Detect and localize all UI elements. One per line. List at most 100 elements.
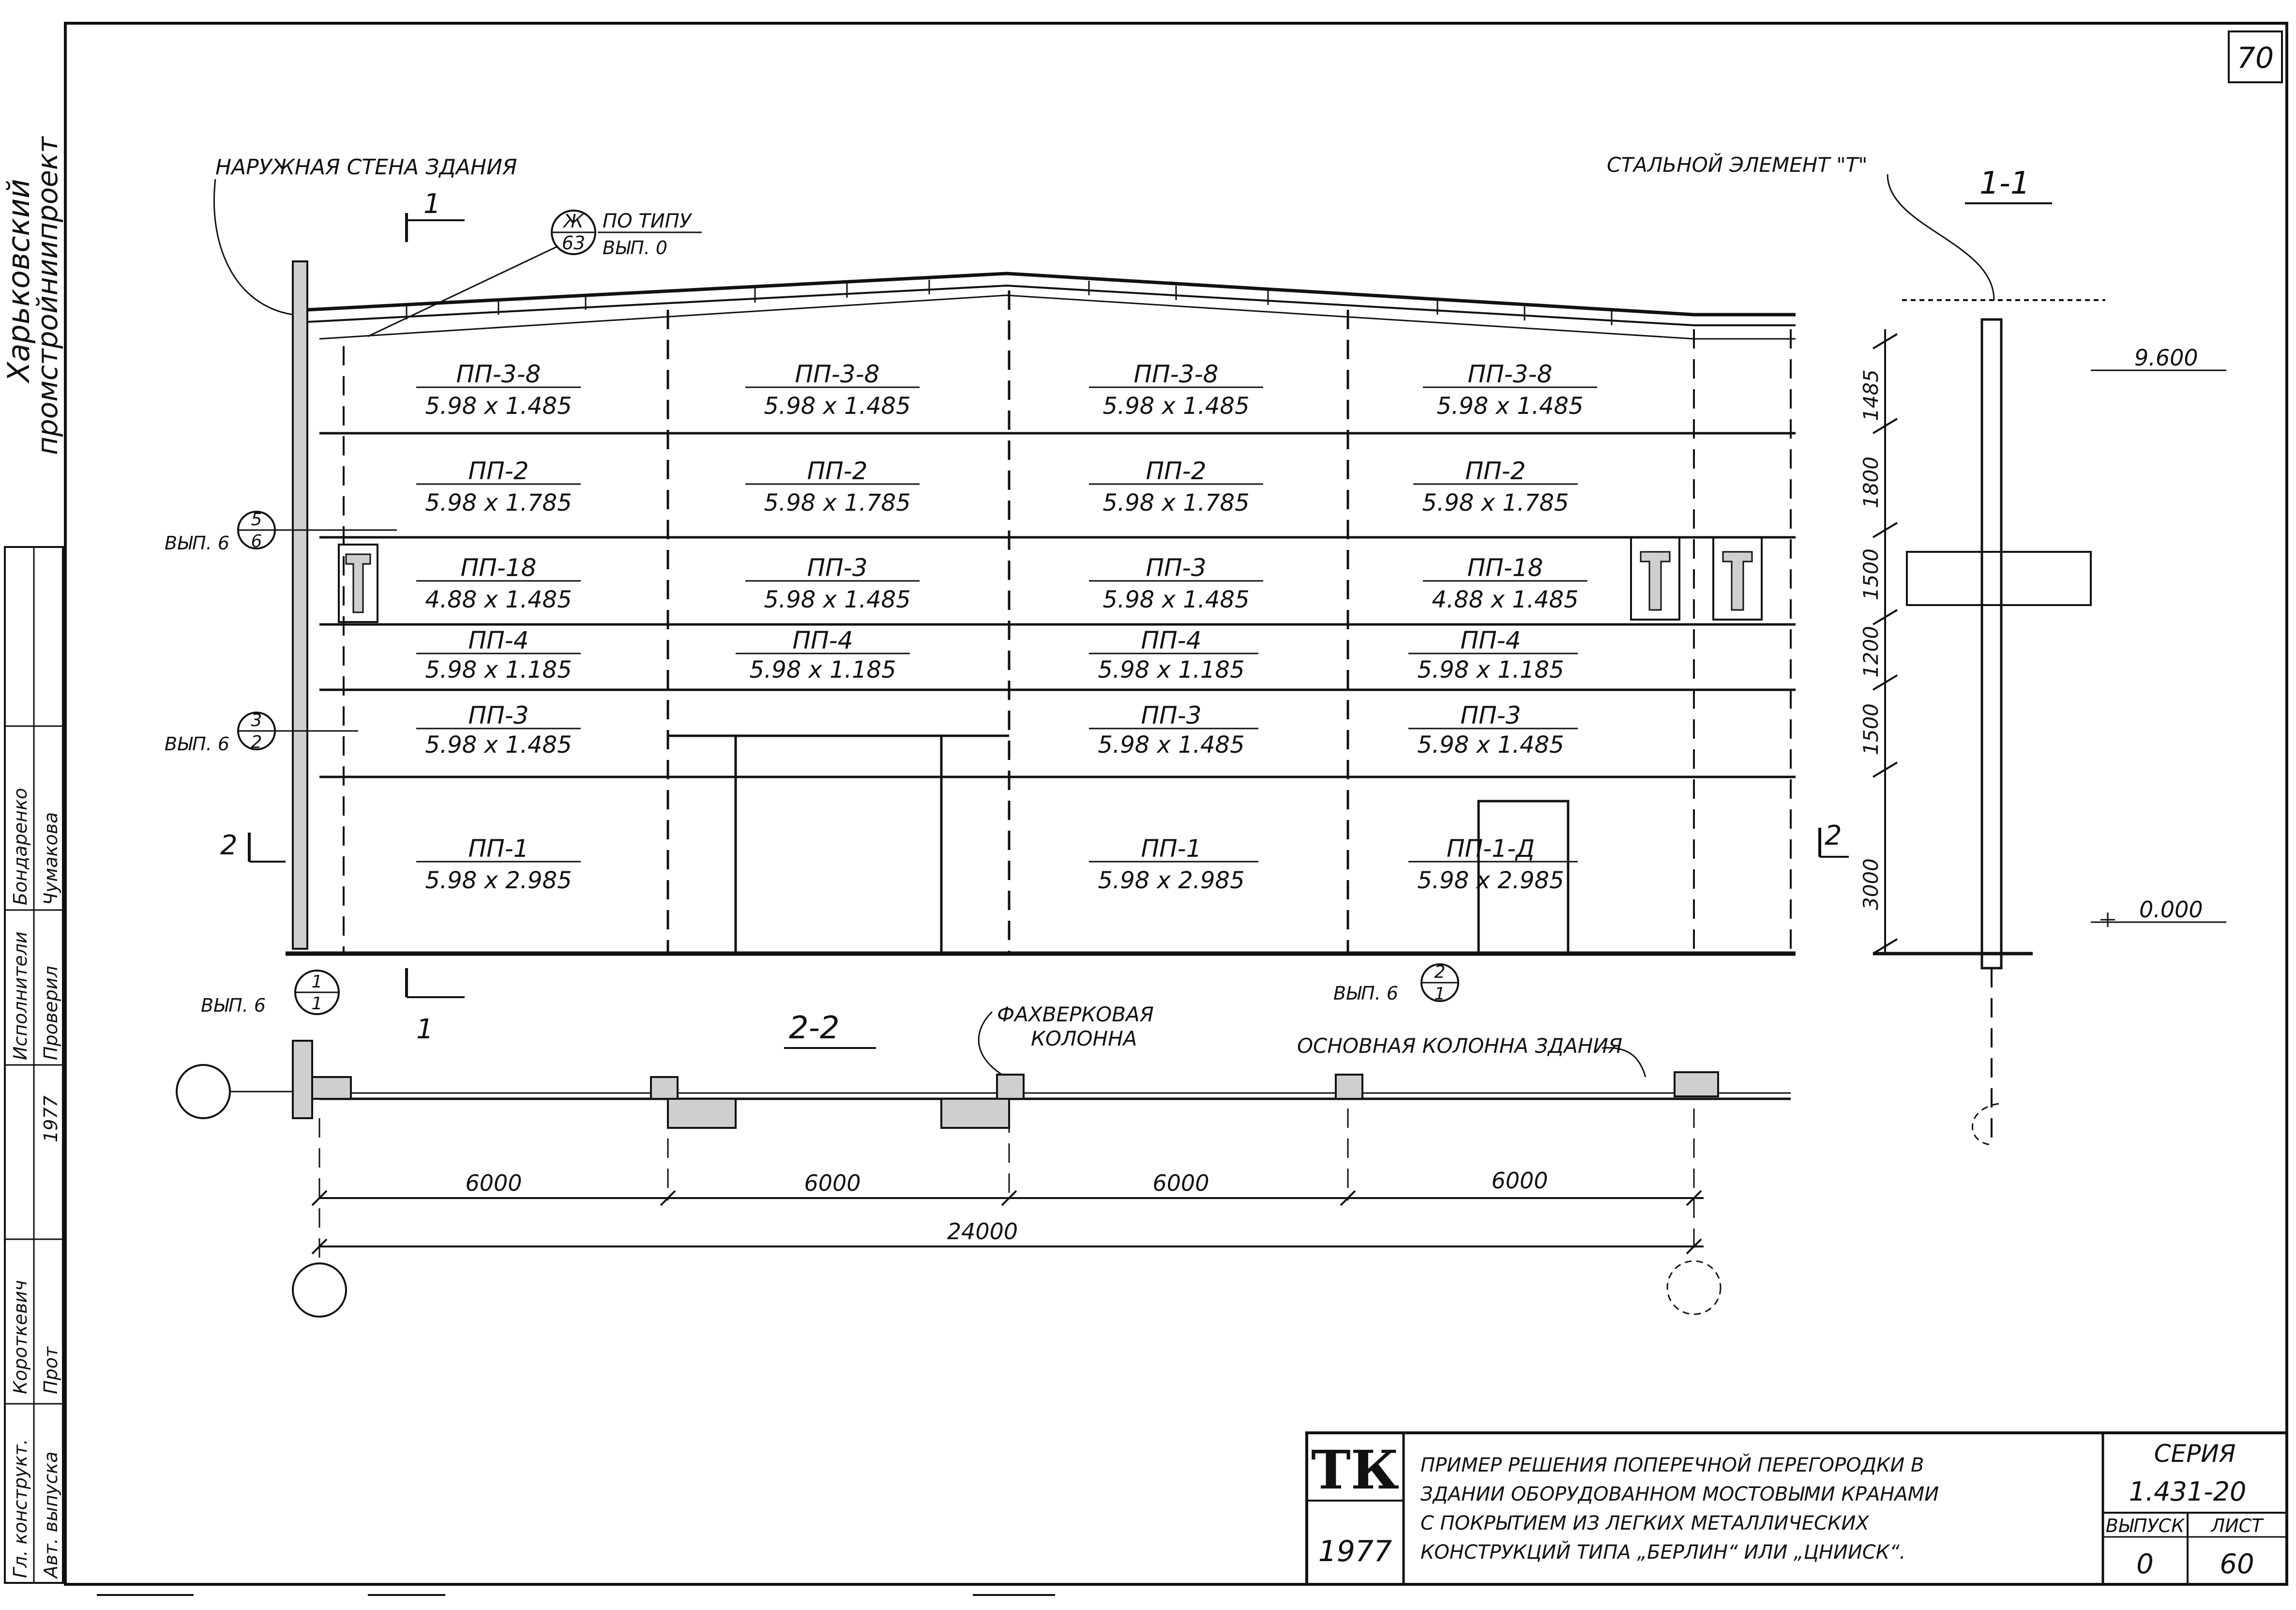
svg-text:4.88 x 1.485: 4.88 x 1.485 (425, 586, 572, 613)
crane-bracket-right (1630, 536, 1763, 621)
callout-1-1: ВЫП. 6 1 1 (201, 970, 340, 1016)
svg-text:5.98 x 1.485: 5.98 x 1.485 (1436, 393, 1583, 420)
svg-text:5.98 x 1.785: 5.98 x 1.785 (764, 489, 910, 516)
svg-text:5.98 x 1.785: 5.98 x 1.785 (1103, 489, 1249, 516)
org-line-1: Харьковский (1, 179, 36, 384)
span-dim: 6000 (804, 1170, 861, 1196)
svg-text:ПП-1-Д: ПП-1-Д (1447, 835, 1535, 863)
svg-text:ПП-3-8: ПП-3-8 (1468, 360, 1553, 388)
svg-text:4.88 x 1.485: 4.88 x 1.485 (1432, 586, 1578, 613)
panel-label: ПП-35.98 x 1.485 (1408, 701, 1578, 759)
panel-label: ПП-2 5.98 x 1.785 (416, 457, 581, 516)
main-column-label: ОСНОВНАЯ КОЛОННА ЗДАНИЯ (1297, 1034, 1622, 1058)
panel-label: ПП-45.98 x 1.185 (736, 626, 910, 683)
span-dim: 6000 (1491, 1168, 1548, 1194)
stamp-name-1: Прот (40, 1346, 61, 1394)
panel-label: ПП-3-8 5.98 x 1.485 (745, 360, 920, 420)
door-opening (1477, 800, 1570, 955)
svg-text:ВЫП. 6: ВЫП. 6 (165, 733, 229, 755)
svg-text:5.98 x 1.785: 5.98 x 1.785 (425, 489, 572, 516)
callout-3-2: ВЫП. 6 3 2 (165, 711, 358, 755)
steel-element-label: СТАЛЬНОЙ ЭЛЕМЕНТ "Т" (1607, 152, 1868, 177)
title-line-4: КОНСТРУКЦИЙ ТИПА „БЕРЛИН“ ИЛИ „ЦНИИСК“. (1420, 1540, 1906, 1564)
stamp-role-4: Проверил (40, 966, 61, 1060)
level-top: 9.600 (2134, 345, 2198, 371)
svg-text:5.98 x 1.185: 5.98 x 1.185 (749, 656, 896, 683)
panel-label: ПП-3-85.98 x 1.485 (416, 360, 581, 420)
title-year: 1977 (1318, 1534, 1392, 1568)
panel-label: ПП-18 4.88 x 1.485 (416, 554, 581, 613)
section-1-1-title: 1-1 (1979, 166, 2030, 201)
svg-text:5: 5 (251, 510, 262, 530)
svg-text:1: 1 (1435, 984, 1446, 1004)
svg-text:ПП-2: ПП-2 (1146, 457, 1206, 485)
svg-text:ПП-4: ПП-4 (1460, 626, 1521, 654)
stamp-name-0: Короткевич (10, 1280, 31, 1394)
svg-text:1: 1 (312, 994, 323, 1014)
height-dim: 1500 (1859, 548, 1883, 600)
svg-text:ПП-3: ПП-3 (1141, 701, 1201, 729)
svg-text:5.98 x 2.985: 5.98 x 2.985 (425, 867, 572, 894)
detail-ref-note-2: ВЫП. 0 (603, 237, 667, 258)
title-line-2: ЗДАНИИ ОБОРУДОВАННОМ МОСТОВЫМИ КРАНАМИ (1420, 1483, 1939, 1505)
svg-text:2: 2 (251, 732, 262, 752)
partition-section (1980, 318, 2003, 970)
svg-text:ПП-2: ПП-2 (807, 457, 867, 485)
stamp-role-3: Исполнители (10, 931, 31, 1060)
panel-label: ПП-35.98 x 1.485 (416, 701, 581, 759)
section-2-2-title: 2-2 (789, 1010, 840, 1046)
panel-label: ПП-1 5.98 x 2.985 (416, 835, 581, 894)
sheet-number: 70 (2237, 41, 2274, 75)
callout-5-6: ВЫП. 6 5 6 (165, 510, 397, 554)
svg-text:ПП-4: ПП-4 (1141, 626, 1201, 654)
panel-label: ПП-2 5.98 x 1.785 (1089, 457, 1263, 516)
svg-text:5.98 x 1.485: 5.98 x 1.485 (425, 731, 572, 759)
title-block: ТК 1977 ПРИМЕР РЕШЕНИЯ ПОПЕРЕЧНОЙ ПЕРЕГО… (1305, 1431, 2288, 1586)
svg-text:ПП-3: ПП-3 (1460, 701, 1521, 729)
svg-text:ВЫП. 6: ВЫП. 6 (201, 995, 266, 1016)
revision-stamp (4, 546, 64, 1584)
svg-text:1: 1 (312, 972, 323, 992)
issue-label: ВЫПУСК (2106, 1515, 2185, 1536)
panel-label: ПП-3-8 5.98 x 1.485 (1423, 360, 1597, 420)
span-dim: 6000 (465, 1170, 522, 1196)
svg-text:ПП-18: ПП-18 (461, 554, 537, 582)
svg-text:3: 3 (251, 711, 262, 730)
tk-logo: ТК (1311, 1439, 1399, 1501)
height-dim: 1485 (1859, 369, 1883, 421)
panel-label: ПП-1-Д 5.98 x 2.985 (1408, 835, 1578, 894)
sheet-number-box (2228, 30, 2283, 83)
detail-ref-top: Ж (563, 211, 585, 232)
svg-text:ВЫП. 6: ВЫП. 6 (1333, 983, 1398, 1004)
panel-label: ПП-184.88 x 1.485 (1423, 554, 1587, 613)
svg-text:ПП-3-8: ПП-3-8 (795, 360, 880, 388)
section-mark-2-left: 2 (220, 830, 238, 861)
svg-text:ПП-3-8: ПП-3-8 (1134, 360, 1219, 388)
svg-text:5.98 x 2.985: 5.98 x 2.985 (1417, 867, 1564, 894)
svg-text:ПП-3: ПП-3 (807, 554, 867, 582)
cut-label-bottom: 1 (416, 1014, 434, 1045)
half-timber-label-1: ФАХВЕРКОВАЯ (997, 1002, 1154, 1026)
height-dim: 1800 (1859, 456, 1883, 508)
height-dim: 1500 (1859, 703, 1883, 755)
svg-text:5.98 x 1.485: 5.98 x 1.485 (1103, 586, 1249, 613)
svg-text:5.98 x 1.485: 5.98 x 1.485 (1417, 731, 1564, 759)
svg-text:ПП-1: ПП-1 (468, 835, 529, 863)
svg-text:ПП-2: ПП-2 (468, 457, 529, 485)
svg-text:ПП-3: ПП-3 (468, 701, 529, 729)
panel-label: ПП-3-85.98 x 1.485 (1089, 360, 1263, 420)
svg-text:ПП-3: ПП-3 (1146, 554, 1206, 582)
span-dim: 6000 (1152, 1170, 1209, 1196)
stamp-role-1: Авт. выпуска (40, 1451, 61, 1580)
svg-text:5.98 x 1.185: 5.98 x 1.185 (1417, 656, 1564, 683)
panel-labels: ПП-3-8 5.98 x 1.485 ПП-3-8 5.98 x 1.485 ПП… (416, 360, 1597, 894)
section-2-2: 2-2 ФАХВЕРКОВАЯ КОЛОННА ОСНОВНАЯ КОЛОННА… (176, 1002, 1999, 1318)
svg-text:ПП-4: ПП-4 (468, 626, 529, 654)
series-label: СЕРИЯ (2154, 1440, 2236, 1468)
series-value: 1.431-20 (2129, 1476, 2247, 1507)
svg-text:2: 2 (1435, 962, 1446, 982)
title-line-1: ПРИМЕР РЕШЕНИЯ ПОПЕРЕЧНОЙ ПЕРЕГОРОДКИ В (1420, 1453, 1924, 1476)
svg-text:5.98 x 1.485: 5.98 x 1.485 (764, 393, 910, 420)
stamp-name-4: Чумакова (40, 812, 61, 905)
